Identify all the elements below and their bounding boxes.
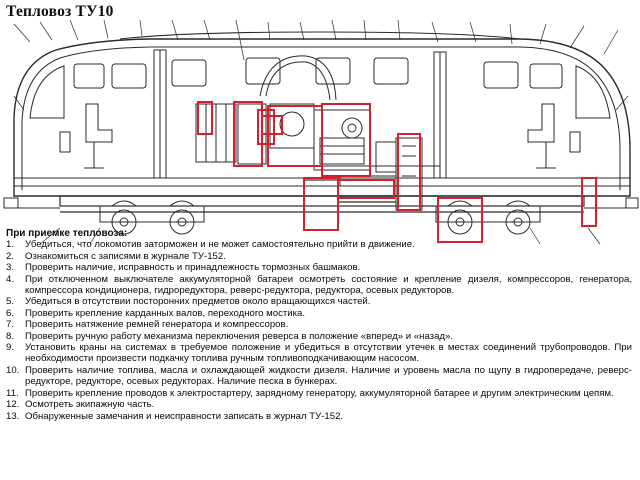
checklist-item: 12.Осмотреть экипажную часть. xyxy=(6,399,155,411)
highlight-battery xyxy=(197,101,213,135)
checklist-item: 4.При отключенном выключателе аккумулято… xyxy=(6,273,632,297)
checklist-item: 5.Убедиться в отсутствии посторонних пре… xyxy=(6,296,371,308)
front-bogie xyxy=(99,200,205,235)
checklist-item: 1.Убедиться, что локомотив заторможен и … xyxy=(6,239,415,251)
highlight-diesel-block xyxy=(267,105,323,167)
checklist-item: 2.Ознакомиться с записями в журнале ТУ-1… xyxy=(6,250,226,262)
checklist: При приемке тепловоза: 1.Убедиться, что … xyxy=(6,228,632,422)
underframe xyxy=(59,179,585,231)
highlight-generator xyxy=(261,115,283,135)
checklist-heading: При приемке тепловоза: xyxy=(6,228,128,239)
highlight-cardan xyxy=(337,179,395,199)
checklist-item: 6.Проверить крепление карданных валов, п… xyxy=(6,307,306,319)
checklist-item: 7.Проверить натяжение ремней генератора … xyxy=(6,319,289,331)
highlight-engine xyxy=(321,103,371,177)
checklist-item: 8.Проверить ручную работу механизма пере… xyxy=(6,330,454,342)
engine-machinery xyxy=(195,55,440,211)
checklist-item: 3.Проверить наличие, исправность и прина… xyxy=(6,262,361,274)
highlight-hydro-reducer xyxy=(397,133,421,211)
cab-seats xyxy=(59,103,581,169)
highlight-sandbox xyxy=(581,177,597,227)
checklist-item: 9.Установить краны на системах в требуем… xyxy=(6,342,632,365)
checklist-item: 10.Проверить наличие топлива, масла и ох… xyxy=(6,364,632,388)
couplers xyxy=(3,197,639,209)
checklist-item: 11.Проверить крепление проводов к электр… xyxy=(6,387,614,399)
windows xyxy=(29,57,611,119)
doors xyxy=(153,49,447,179)
highlight-starter xyxy=(257,109,275,145)
checklist-item: 13.Обнаруженные замечания и неисправност… xyxy=(6,410,344,422)
page-title: Тепловоз ТУ10 xyxy=(6,3,114,20)
checklist-items: 1.Убедиться, что локомотив заторможен и … xyxy=(6,239,632,422)
rear-bogie xyxy=(435,200,541,235)
highlight-reverse-reducer xyxy=(303,177,339,231)
highlight-axle-reducer xyxy=(437,197,483,243)
leader-lines xyxy=(13,19,629,245)
highlight-frames xyxy=(197,101,597,243)
locomotive-side-view-drawing xyxy=(3,19,639,245)
